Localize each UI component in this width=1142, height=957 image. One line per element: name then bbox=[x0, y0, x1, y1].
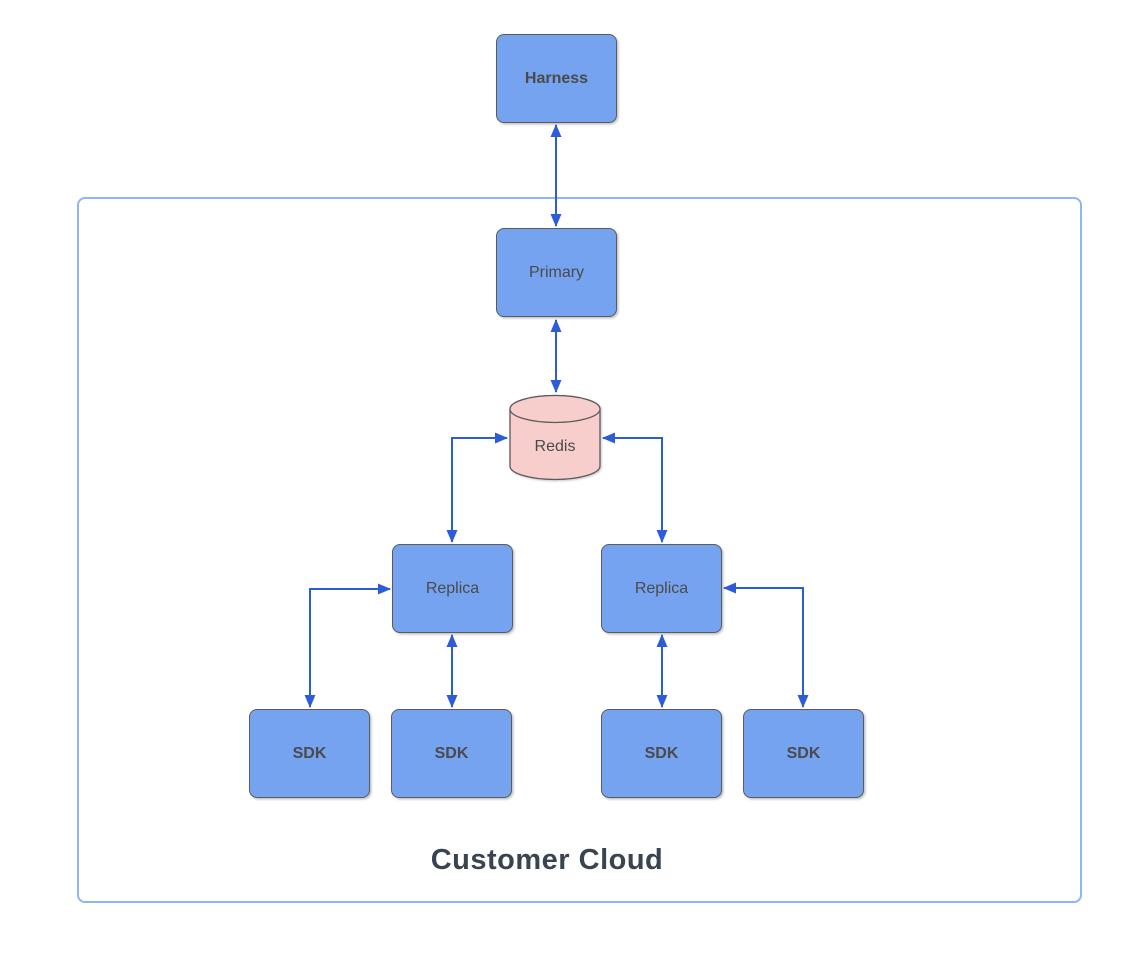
node-primary: Primary bbox=[496, 228, 617, 317]
node-sdk-inner-right: SDK bbox=[601, 709, 722, 798]
node-sdk-outer-left-label: SDK bbox=[292, 744, 327, 762]
node-primary-label: Primary bbox=[528, 263, 585, 281]
node-redis: Redis bbox=[509, 394, 601, 482]
node-harness: Harness bbox=[496, 34, 617, 123]
node-replica-right: Replica bbox=[601, 544, 722, 633]
node-sdk-outer-left: SDK bbox=[249, 709, 370, 798]
customer-cloud-boundary bbox=[77, 197, 1082, 903]
cylinder-shape bbox=[509, 394, 601, 481]
customer-cloud-title: Customer Cloud bbox=[430, 844, 664, 876]
node-redis-label: Redis bbox=[534, 438, 576, 455]
node-sdk-inner-right-label: SDK bbox=[644, 744, 679, 762]
node-replica-left-label: Replica bbox=[425, 579, 480, 597]
node-replica-left: Replica bbox=[392, 544, 513, 633]
node-sdk-inner-left-label: SDK bbox=[434, 744, 469, 762]
node-sdk-inner-left: SDK bbox=[391, 709, 512, 798]
node-sdk-outer-right-label: SDK bbox=[786, 744, 821, 762]
node-harness-label: Harness bbox=[524, 69, 589, 87]
node-sdk-outer-right: SDK bbox=[743, 709, 864, 798]
node-replica-right-label: Replica bbox=[634, 579, 689, 597]
